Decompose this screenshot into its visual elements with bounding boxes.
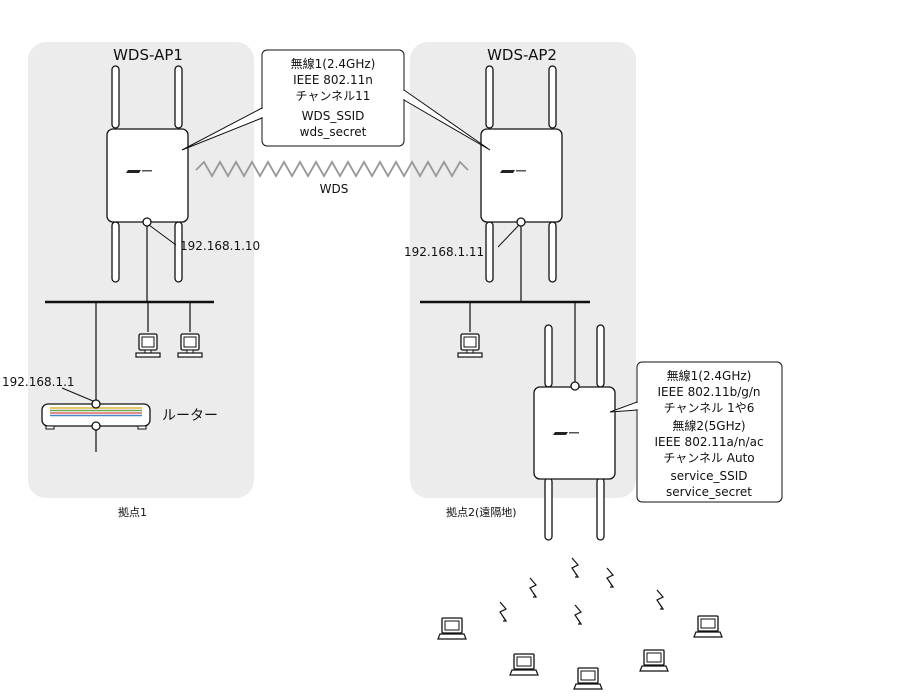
laptop-icon	[509, 653, 539, 676]
laptop-icon	[573, 667, 603, 690]
access-point-icon	[533, 324, 616, 541]
site2-area	[410, 42, 636, 498]
desktop-pc-icon	[177, 333, 203, 358]
lightning-icon	[656, 589, 664, 610]
service-callout-line: IEEE 802.11b/g/n	[657, 385, 760, 399]
site1-caption: 拠点1	[118, 506, 147, 519]
lightning-icon	[529, 577, 537, 598]
service-callout-line: チャンネル 1や6	[664, 401, 755, 415]
wds-callout-line: 無線1(2.4GHz)	[291, 56, 376, 71]
laptop-icon	[437, 617, 467, 640]
laptop-icon	[639, 649, 669, 672]
site1-area	[28, 42, 254, 498]
service-callout-line: service_secret	[666, 485, 752, 499]
wds-callout-line: WDS_SSID	[302, 109, 365, 123]
router-ip-label: 192.168.1.1	[2, 375, 75, 389]
wds-callout-line: チャンネル11	[296, 89, 371, 103]
service-callout-line: チャンネル Auto	[663, 451, 754, 465]
wds-callout-line: wds_secret	[300, 125, 367, 139]
router-icon	[41, 399, 151, 431]
service-callout-line: 無線2(5GHz)	[672, 418, 745, 433]
router-label: ルーター	[162, 408, 218, 424]
site2-title: WDS-AP2	[487, 46, 557, 64]
wds-wave-link	[195, 160, 469, 178]
lightning-icon	[606, 567, 614, 588]
lightning-icon	[574, 604, 582, 625]
lightning-icon	[571, 557, 579, 578]
site1-title: WDS-AP1	[113, 46, 183, 64]
service-callout-line: 無線1(2.4GHz)	[667, 368, 752, 383]
desktop-pc-icon	[457, 333, 483, 358]
wds-link-label: WDS	[320, 182, 349, 196]
service-callout: 無線1(2.4GHz) IEEE 802.11b/g/n チャンネル 1や6 無…	[609, 361, 783, 503]
ap2-ip-label: 192.168.1.11	[404, 245, 484, 259]
desktop-pc-icon	[135, 333, 161, 358]
service-callout-line: IEEE 802.11a/n/ac	[654, 435, 763, 449]
laptop-icon	[693, 615, 723, 638]
lightning-icon	[499, 601, 507, 622]
access-point-icon	[480, 65, 563, 283]
wds-callout-line: IEEE 802.11n	[293, 73, 373, 87]
ap1-ip-label: 192.168.1.10	[180, 239, 260, 253]
site2-caption: 拠点2(遠隔地)	[446, 506, 517, 519]
service-callout-line: service_SSID	[671, 469, 748, 483]
wds-callout: 無線1(2.4GHz) IEEE 802.11n チャンネル11 WDS_SSI…	[181, 49, 491, 151]
access-point-icon	[106, 65, 189, 283]
